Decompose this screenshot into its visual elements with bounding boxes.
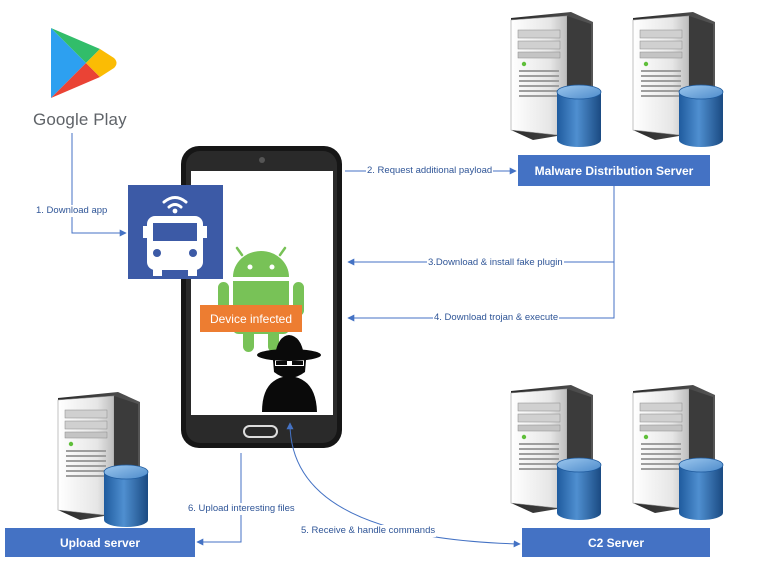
google-play-logo-icon	[51, 28, 117, 98]
distribution-server-icon-2	[632, 11, 724, 148]
c2-server-icon-1	[510, 384, 602, 521]
edge-4-line	[347, 262, 615, 322]
edge-6-label: 6. Upload interesting files	[187, 503, 296, 515]
c2-server-label: C2 Server	[587, 535, 645, 550]
upload-server-box: Upload server	[5, 528, 195, 557]
edge-4-label: 4. Download trojan & execute	[433, 312, 560, 324]
malware-distribution-server-label: Malware Distribution Server	[534, 163, 694, 178]
bus-app-icon	[128, 185, 223, 279]
upload-server-label: Upload server	[59, 535, 141, 550]
edge-1-line	[71, 133, 127, 237]
edge-6-line	[196, 453, 242, 546]
hacker-spy-icon	[257, 335, 321, 412]
edge-3-line	[347, 186, 615, 266]
c2-server-icon-2	[632, 384, 724, 521]
edge-5-line	[286, 422, 521, 548]
edge-5-label: 5. Receive & handle commands	[300, 525, 437, 537]
google-play-label: Google Play	[33, 110, 127, 129]
edge-1-label: 1. Download app	[35, 205, 109, 217]
upload-server-icon	[57, 391, 149, 528]
malware-distribution-server-box: Malware Distribution Server	[518, 155, 710, 186]
edge-2-label: 2. Request additional payload	[366, 165, 494, 177]
edge-3-label: 3.Download & install fake plugin	[427, 257, 564, 269]
device-infected-label: Device infected	[200, 305, 302, 332]
c2-server-box: C2 Server	[522, 528, 710, 557]
distribution-server-icon-1	[510, 11, 602, 148]
